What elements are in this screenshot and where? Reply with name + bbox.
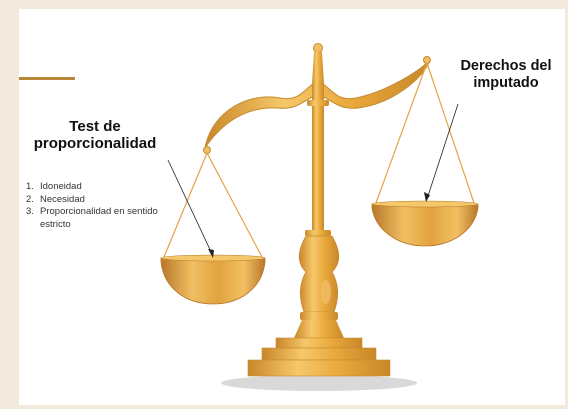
right-title-line2: imputado (473, 74, 539, 91)
list-item-number: 3. (26, 206, 34, 217)
accent-line (19, 77, 75, 80)
list-item-number: 2. (26, 193, 34, 205)
list-item-text: Necesidad (40, 193, 85, 205)
list-item: 1. Idoneidad (26, 181, 166, 194)
pillar-ring (307, 100, 329, 106)
pillar (312, 84, 324, 234)
left-label-title: Test de proporcionalidad (20, 118, 170, 153)
base-step-middle (261, 347, 377, 361)
right-hook (423, 56, 431, 64)
finial (313, 43, 323, 53)
left-title-line1: Test de (69, 118, 121, 135)
left-title-line2: proporcionalidad (33, 135, 157, 153)
right-label-title: Derechos del imputado (448, 58, 564, 91)
right-pan (371, 203, 479, 247)
vase-highlight (321, 280, 331, 304)
left-chain (206, 152, 263, 258)
list-item-text: Idoneidad (40, 181, 82, 192)
right-pointer-line (426, 103, 459, 200)
pillar-foot (294, 320, 344, 338)
base-shadow (221, 375, 417, 391)
right-chain (375, 62, 428, 204)
left-pointer-line (167, 159, 214, 257)
finial-stem (312, 52, 324, 84)
list-item-text: Proporcionalidad en sentido estricto (40, 206, 158, 230)
base-step-bottom (247, 359, 391, 377)
pillar-ring (305, 230, 331, 236)
left-pointer-arrow (208, 249, 214, 258)
criteria-list: 1. Idoneidad 2. Necesidad 3. Proporciona… (26, 181, 166, 231)
right-pointer-arrow (424, 192, 430, 202)
right-chain (426, 62, 475, 204)
list-item-number: 1. (26, 181, 34, 192)
pillar-vase (298, 235, 340, 313)
list-item: 2. Necesidad (26, 194, 166, 207)
base-step-top (275, 337, 363, 349)
pillar-collar (300, 312, 338, 320)
right-pan-rim (371, 200, 479, 208)
left-chain (163, 152, 208, 258)
list-item: 3. Proporcionalidad en sentido estricto (26, 206, 166, 231)
left-hook (203, 146, 211, 154)
left-pan (160, 257, 266, 305)
right-title-line1: Derechos del (460, 58, 552, 74)
